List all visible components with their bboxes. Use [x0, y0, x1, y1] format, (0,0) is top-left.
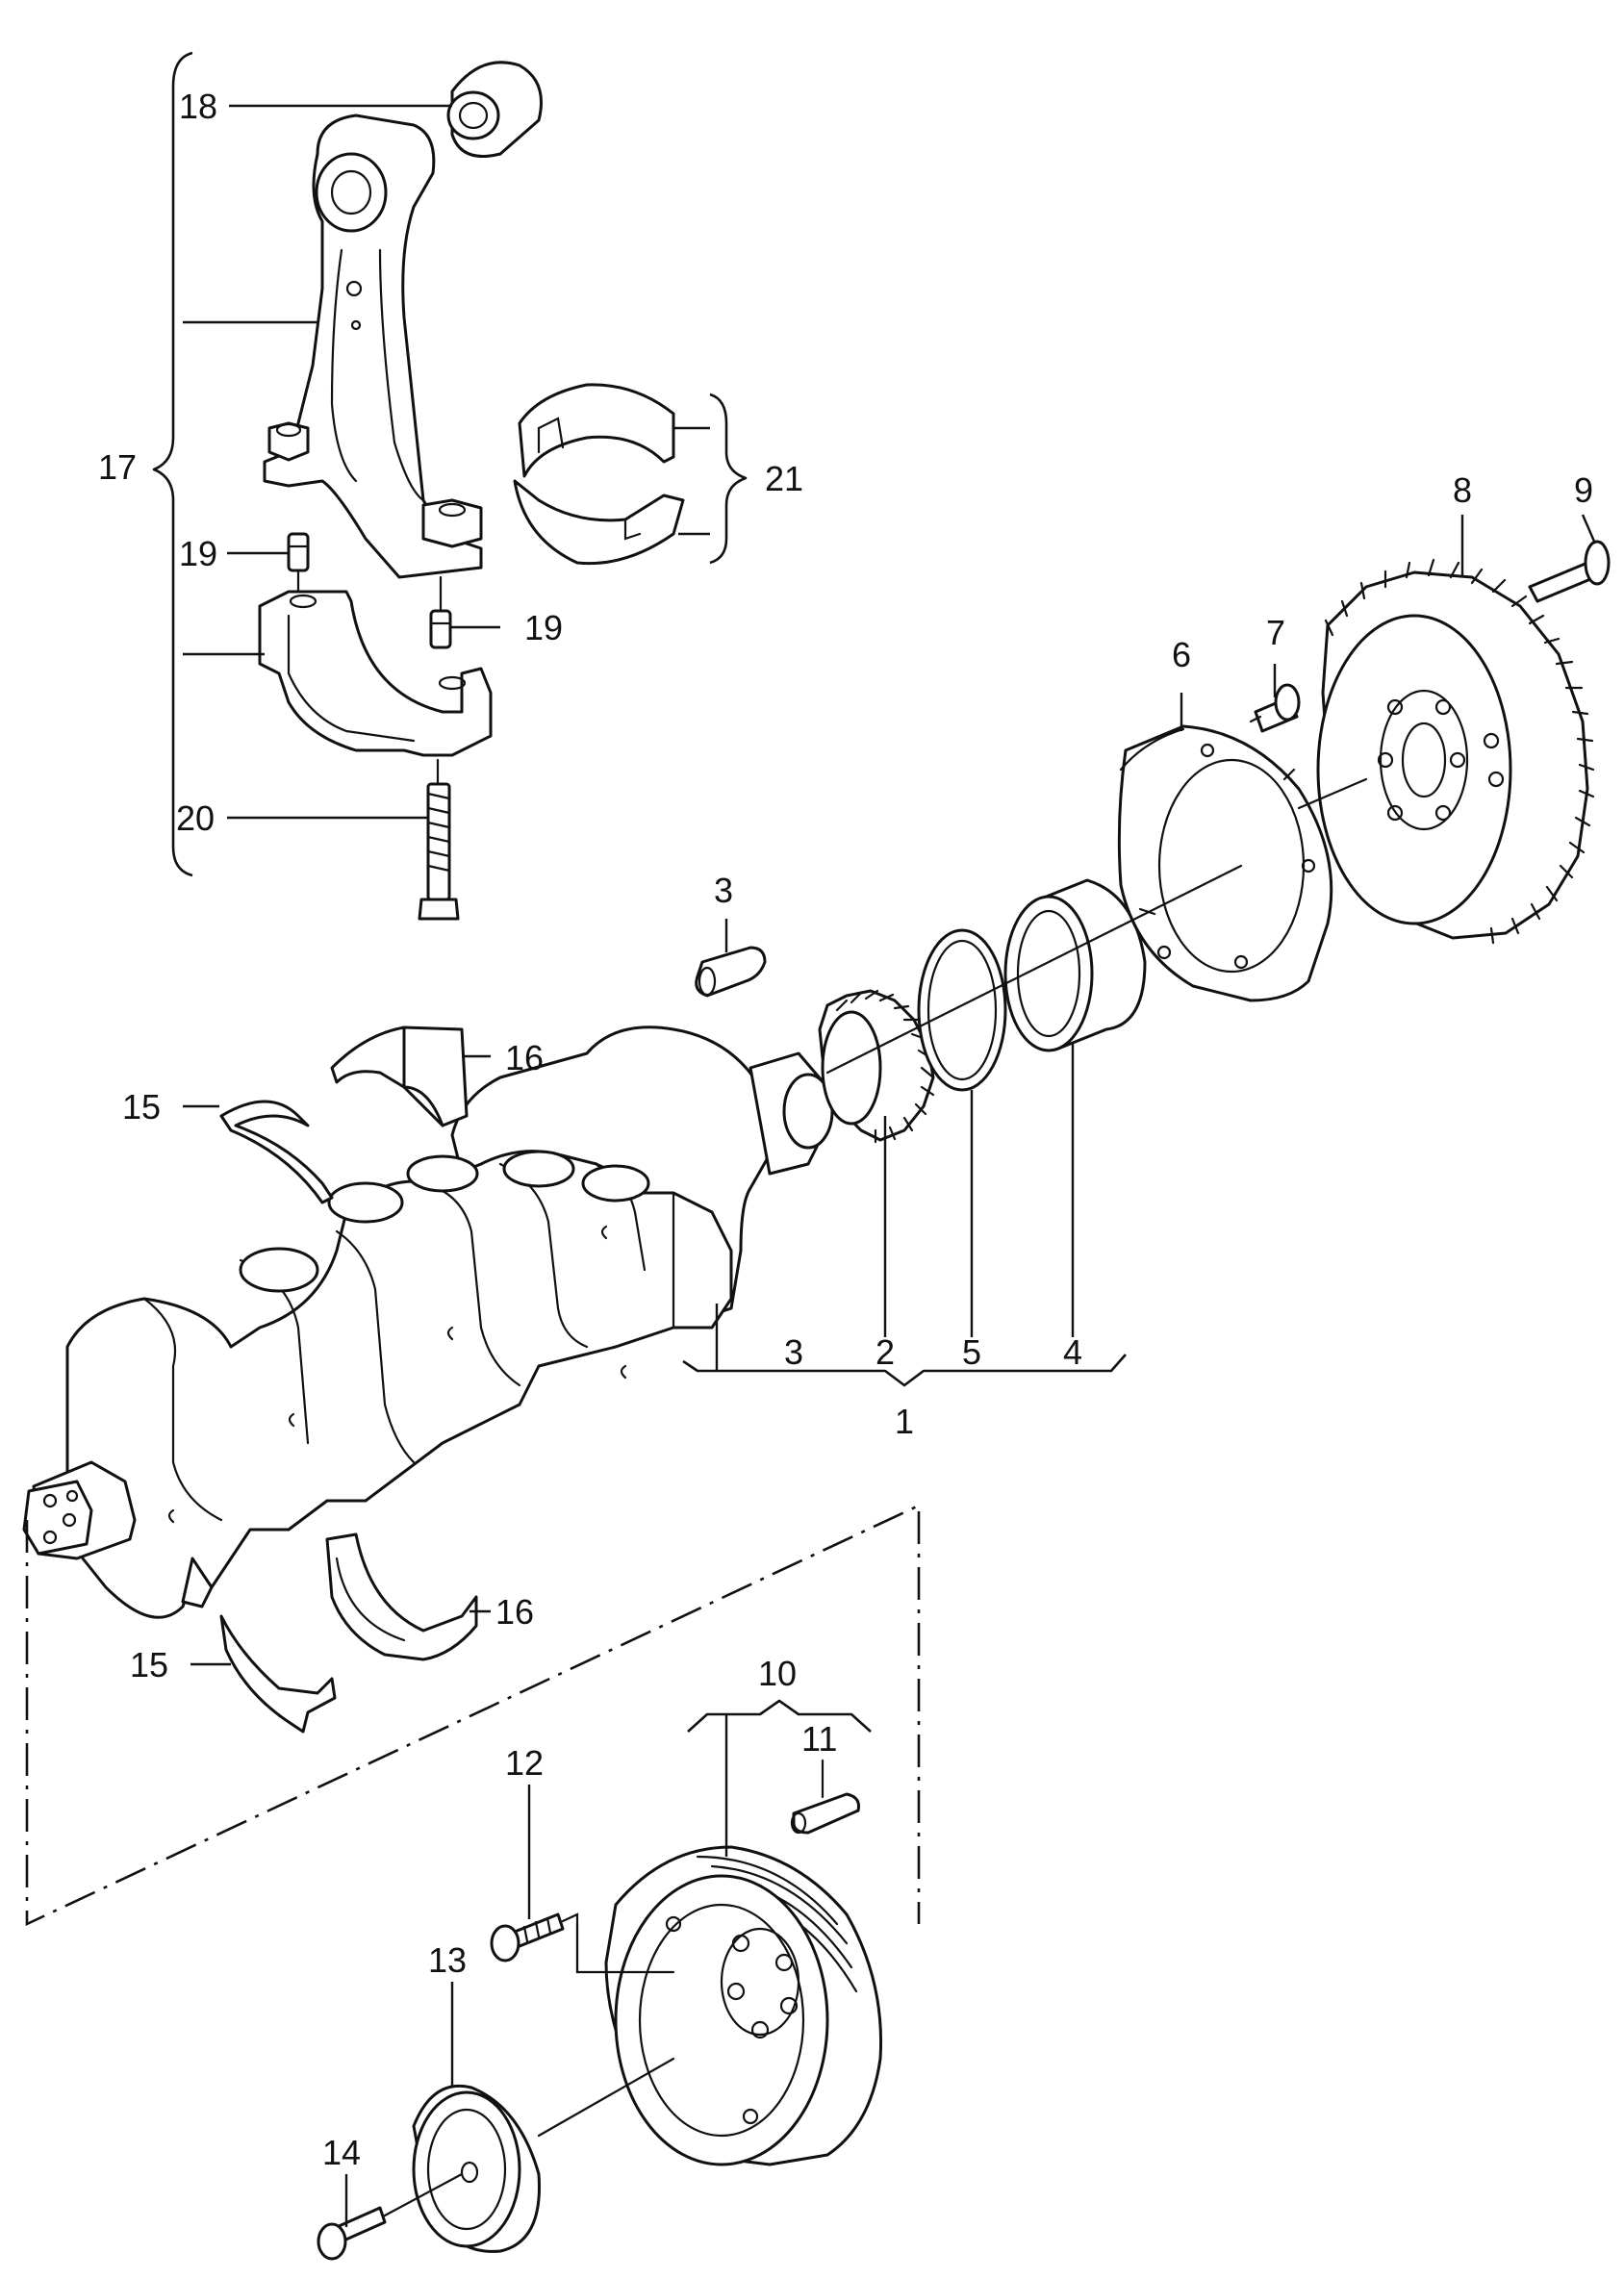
thrust-washer-lower: [219, 1614, 337, 1734]
callout-10: 10: [758, 1654, 797, 1693]
dowel-sleeve-right: [429, 609, 452, 649]
gear-bolt: [1528, 540, 1611, 603]
assembly-guide-line: [25, 1503, 921, 1927]
thrust-washer-upper: [219, 1100, 334, 1204]
callout-19-right: 19: [524, 608, 563, 647]
main-bearing-shell-upper: [330, 1026, 469, 1127]
callout-21: 21: [765, 459, 803, 498]
callout-7: 7: [1266, 613, 1285, 652]
crankshaft-sprocket-gear: [1316, 558, 1595, 945]
callout-4: 4: [1063, 1332, 1082, 1372]
dowel-sleeve-left: [287, 532, 310, 572]
main-bearing-shell-lower: [325, 1532, 478, 1661]
connecting-rod-assembly: [152, 51, 543, 921]
callout-2: 2: [875, 1332, 895, 1372]
connecting-rod: [263, 114, 483, 579]
callout-15-lower: 15: [130, 1645, 168, 1684]
callout-19-left: 19: [179, 534, 217, 573]
callout-3-upper: 3: [714, 871, 733, 910]
cap-bolt: [317, 2172, 464, 2261]
sealing-ring: [917, 928, 1007, 1092]
rod-cap-bolt: [418, 758, 460, 921]
small-end-bushing: [446, 61, 543, 158]
callout-16-lower: 16: [495, 1592, 534, 1632]
callout-3-lower: 3: [784, 1332, 803, 1372]
key-upper: [695, 946, 767, 998]
callout-18: 18: [179, 87, 217, 126]
callout-5: 5: [962, 1332, 981, 1372]
connecting-rod-cap: [258, 590, 493, 757]
damper-pin: [790, 1759, 860, 1835]
callout-8: 8: [1453, 470, 1472, 510]
callout-6: 6: [1172, 635, 1191, 674]
callout-15-upper: 15: [122, 1087, 161, 1127]
sender-wheel-plate: [1117, 724, 1333, 1002]
callout-17: 17: [98, 447, 137, 487]
damper-bolt: [490, 1912, 675, 1974]
callout-12: 12: [505, 1743, 544, 1783]
pulley-cap: [412, 2057, 675, 2253]
callout-13: 13: [428, 1940, 467, 1980]
crankshaft-gear: [818, 989, 935, 1144]
leader-lines: [183, 104, 1597, 2227]
callout-20: 20: [176, 798, 215, 838]
plate-bolt: [1249, 683, 1301, 733]
callout-1: 1: [895, 1402, 914, 1441]
callout-labels: 18 17 21 19 19 20 3 16 15 6 7 8 9 3 2 5 …: [98, 87, 1593, 2172]
vibration-damper-pulley: [575, 1845, 883, 2166]
sleeve: [1003, 878, 1147, 1052]
callout-14: 14: [322, 2133, 361, 2172]
crankshaft: [22, 1026, 834, 1619]
callout-9: 9: [1574, 470, 1593, 510]
rod-bearing-shells: [513, 383, 748, 566]
callout-16-upper: 16: [505, 1038, 544, 1077]
callout-11: 11: [801, 1719, 837, 1759]
